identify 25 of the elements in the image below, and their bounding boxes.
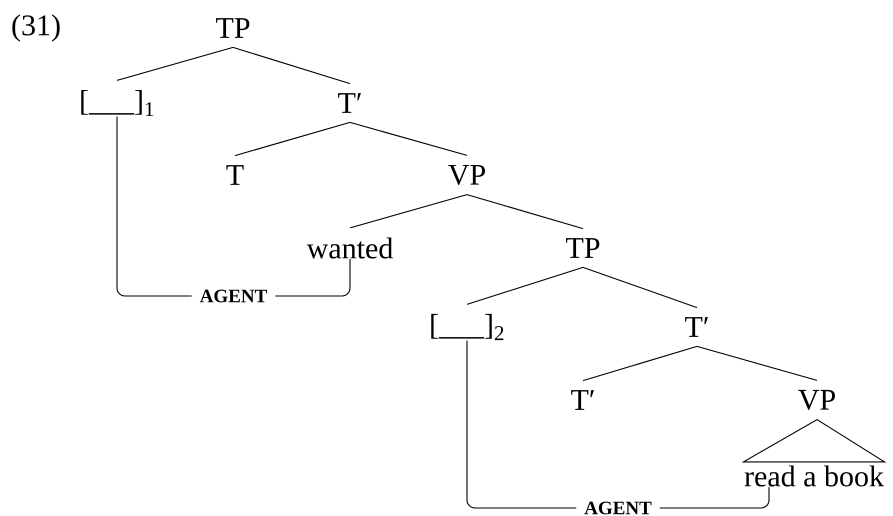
- tree-label: [___]$_{2}$: [431, 314, 504, 340]
- tree-label: VP: [448, 164, 485, 186]
- tree-label: TP: [216, 18, 250, 38]
- branch-line: [350, 122, 468, 156]
- branch-line: [350, 194, 468, 228]
- tree-label: [___]$_{1}$: [81, 90, 154, 116]
- branch-line: [582, 266, 698, 308]
- phrase-text: read a book: [744, 465, 884, 487]
- tree-label: T: [226, 165, 244, 185]
- branch-line: [582, 346, 698, 382]
- tree-label: T′: [685, 317, 708, 337]
- branch-line: [234, 122, 350, 156]
- branch-line: [232, 46, 350, 84]
- tree-label: VP: [798, 390, 835, 410]
- tree-label: T′: [338, 93, 361, 113]
- branch-line: [116, 46, 234, 81]
- tree-label: wanted: [306, 237, 393, 259]
- example-number: (31): [12, 14, 60, 42]
- branch-line: [696, 346, 818, 381]
- tree-label: TP: [566, 238, 600, 258]
- branch-line: [466, 266, 584, 305]
- tree-label: T′: [571, 390, 594, 410]
- edge-label: AGENT: [576, 500, 660, 516]
- edge-label: AGENT: [192, 288, 276, 304]
- branch-line: [466, 194, 584, 230]
